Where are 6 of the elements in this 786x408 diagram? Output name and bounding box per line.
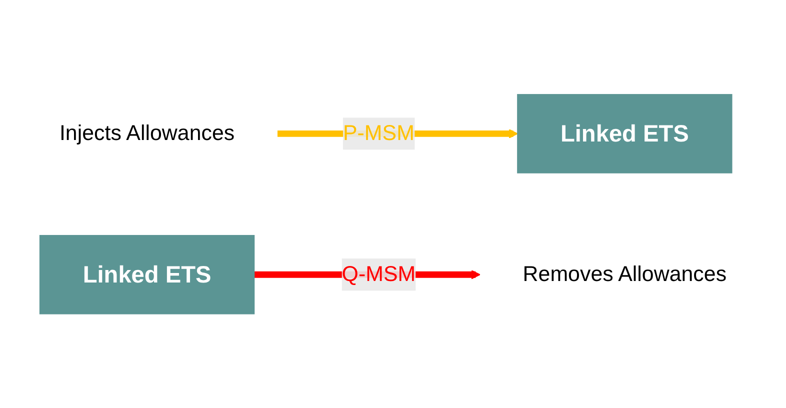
edge-label: Q-MSM — [342, 262, 416, 286]
node-box: Linked ETS — [517, 94, 732, 174]
node-text: Injects Allowances — [59, 122, 235, 146]
edge-label: P-MSM — [342, 122, 414, 146]
node-box: Linked ETS — [39, 234, 255, 314]
node-text: Removes Allowances — [522, 262, 727, 286]
